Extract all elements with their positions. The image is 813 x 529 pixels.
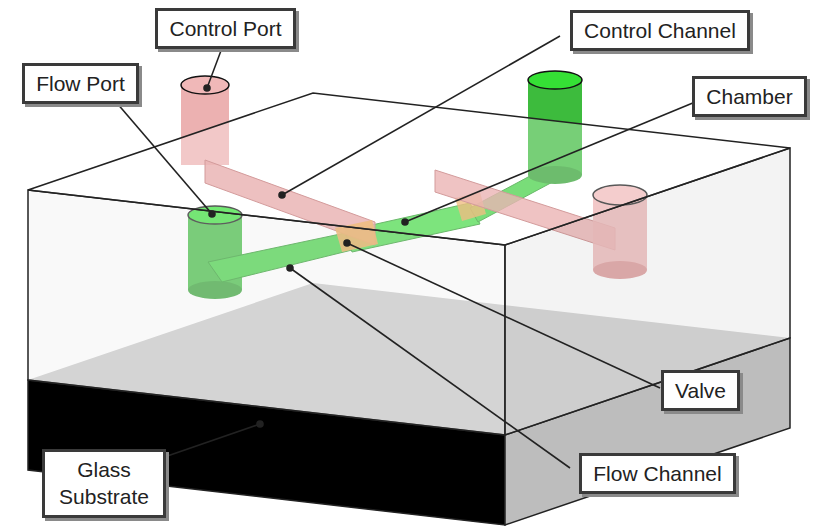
flow-port [528, 71, 582, 89]
callout-box: Valve [661, 370, 740, 411]
leader-line [282, 36, 560, 195]
leader-dot [204, 85, 210, 91]
leader-line [207, 48, 222, 88]
callout-label: Glass Substrate [55, 456, 153, 511]
callout-box: Flow Channel [579, 453, 736, 494]
control-port [181, 76, 229, 94]
callout-box: Control Channel [570, 10, 750, 51]
leader-dot [209, 211, 215, 217]
leader-line [290, 268, 570, 468]
callout-label: Valve [674, 377, 727, 404]
leader-dot [257, 421, 263, 427]
callout-box: Flow Port [22, 63, 139, 104]
callout-label: Chamber [705, 83, 794, 110]
pdms-top [28, 93, 790, 245]
callout-box: Control Port [155, 8, 296, 49]
callout-box: Glass Substrate [42, 449, 166, 518]
leader-dot [344, 240, 350, 246]
leader-dot [287, 265, 293, 271]
leader-line [150, 424, 260, 462]
leader-line [347, 243, 660, 388]
leader-dot [279, 192, 285, 198]
callout-label: Control Channel [583, 17, 737, 44]
callout-box: Chamber [692, 76, 807, 117]
callout-label: Flow Port [35, 70, 126, 97]
callout-label: Flow Channel [592, 460, 723, 487]
callout-label: Control Port [168, 15, 283, 42]
leader-dot [402, 219, 408, 225]
leader-line [110, 95, 212, 214]
leader-line [405, 100, 700, 222]
